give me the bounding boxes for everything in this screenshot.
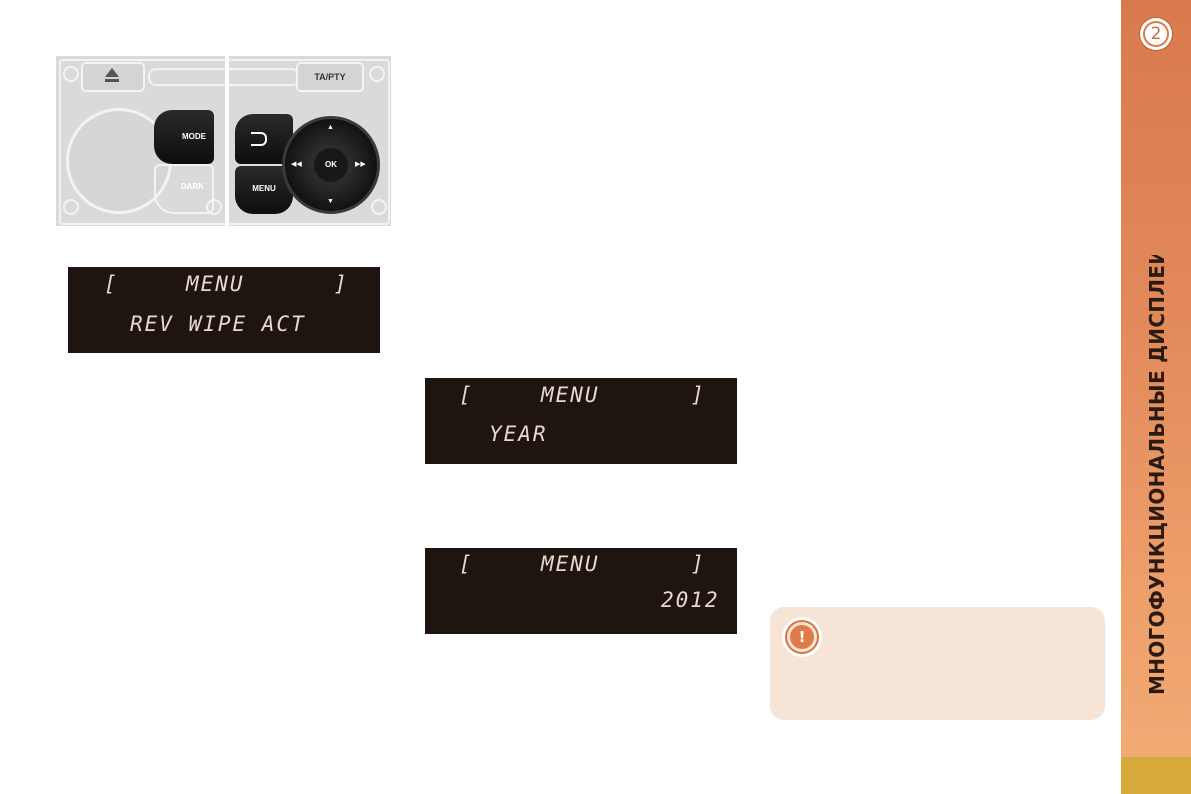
lcd-header: [ MENU ] [425, 551, 737, 577]
lcd-display-year: [ MENU ] YEAR [425, 378, 737, 464]
screw-icon [63, 199, 79, 215]
arrow-down-icon[interactable]: ▼ [327, 198, 334, 205]
lcd-display-rev-wipe: [ MENU ] REV WIPE ACT [68, 267, 380, 353]
lcd-display-year-value: [ MENU ] 2012 [425, 548, 737, 634]
lcd-menu-title: MENU [541, 552, 600, 576]
lcd-bracket-right: ] [334, 272, 349, 296]
eject-button[interactable] [81, 62, 145, 92]
arrow-up-icon[interactable]: ▲ [327, 124, 334, 131]
screw-icon [371, 199, 387, 215]
ta-pty-button[interactable]: TA/PTY [296, 62, 364, 92]
warning-icon-symbol: ! [790, 625, 814, 649]
warning-icon-ring: ! [787, 622, 817, 652]
arrow-right-icon[interactable]: ▶▶ [355, 161, 366, 168]
return-arrow-icon [251, 132, 267, 146]
audio-control-panel: TA/PTY MODE DARK MENU ▲ ▼ ◀◀ ▶▶ OK [56, 56, 391, 226]
screw-icon [369, 66, 385, 82]
eject-icon-bar [105, 79, 119, 82]
page-tab [1121, 757, 1191, 794]
chapter-number-badge: 2 [1138, 16, 1174, 52]
lcd-value-line: YEAR [425, 421, 737, 447]
lcd-header: [ MENU ] [68, 271, 380, 297]
arrow-left-icon[interactable]: ◀◀ [291, 161, 302, 168]
lcd-bracket-left: [ [104, 272, 119, 296]
chapter-sidebar: 2 МНОГОФУНКЦИОНАЛЬНЫЕ ДИСПЛЕИ [1121, 0, 1191, 794]
lcd-bracket-left: [ [459, 383, 474, 407]
screw-icon [63, 66, 79, 82]
dark-button[interactable]: DARK [154, 164, 214, 214]
navigation-dpad[interactable]: ▲ ▼ ◀◀ ▶▶ OK [282, 116, 380, 214]
lcd-bracket-right: ] [691, 552, 706, 576]
warning-note-box: ! [770, 607, 1105, 720]
ok-button[interactable]: OK [314, 148, 348, 182]
lcd-value: 2012 [661, 588, 720, 612]
mode-button[interactable]: MODE [154, 110, 214, 164]
lcd-value: YEAR [489, 422, 548, 446]
lcd-bracket-left: [ [459, 552, 474, 576]
panel-frame [59, 59, 390, 225]
chapter-title: МНОГОФУНКЦИОНАЛЬНЫЕ ДИСПЛЕИ [1145, 255, 1169, 695]
lcd-menu-title: MENU [186, 272, 245, 296]
lcd-value: REV WIPE ACT [130, 312, 306, 336]
chapter-title-container: МНОГОФУНКЦИОНАЛЬНЫЕ ДИСПЛЕИ [1121, 255, 1191, 695]
cd-slot [148, 68, 300, 86]
chapter-number: 2 [1150, 24, 1162, 44]
lcd-value-line: REV WIPE ACT [68, 311, 380, 337]
eject-icon [105, 68, 119, 77]
panel-divider [225, 56, 229, 226]
warning-exclamation-icon: ! [782, 617, 822, 657]
lcd-menu-title: MENU [541, 383, 600, 407]
lcd-value-line: 2012 [425, 587, 737, 613]
lcd-header: [ MENU ] [425, 382, 737, 408]
lcd-bracket-right: ] [691, 383, 706, 407]
